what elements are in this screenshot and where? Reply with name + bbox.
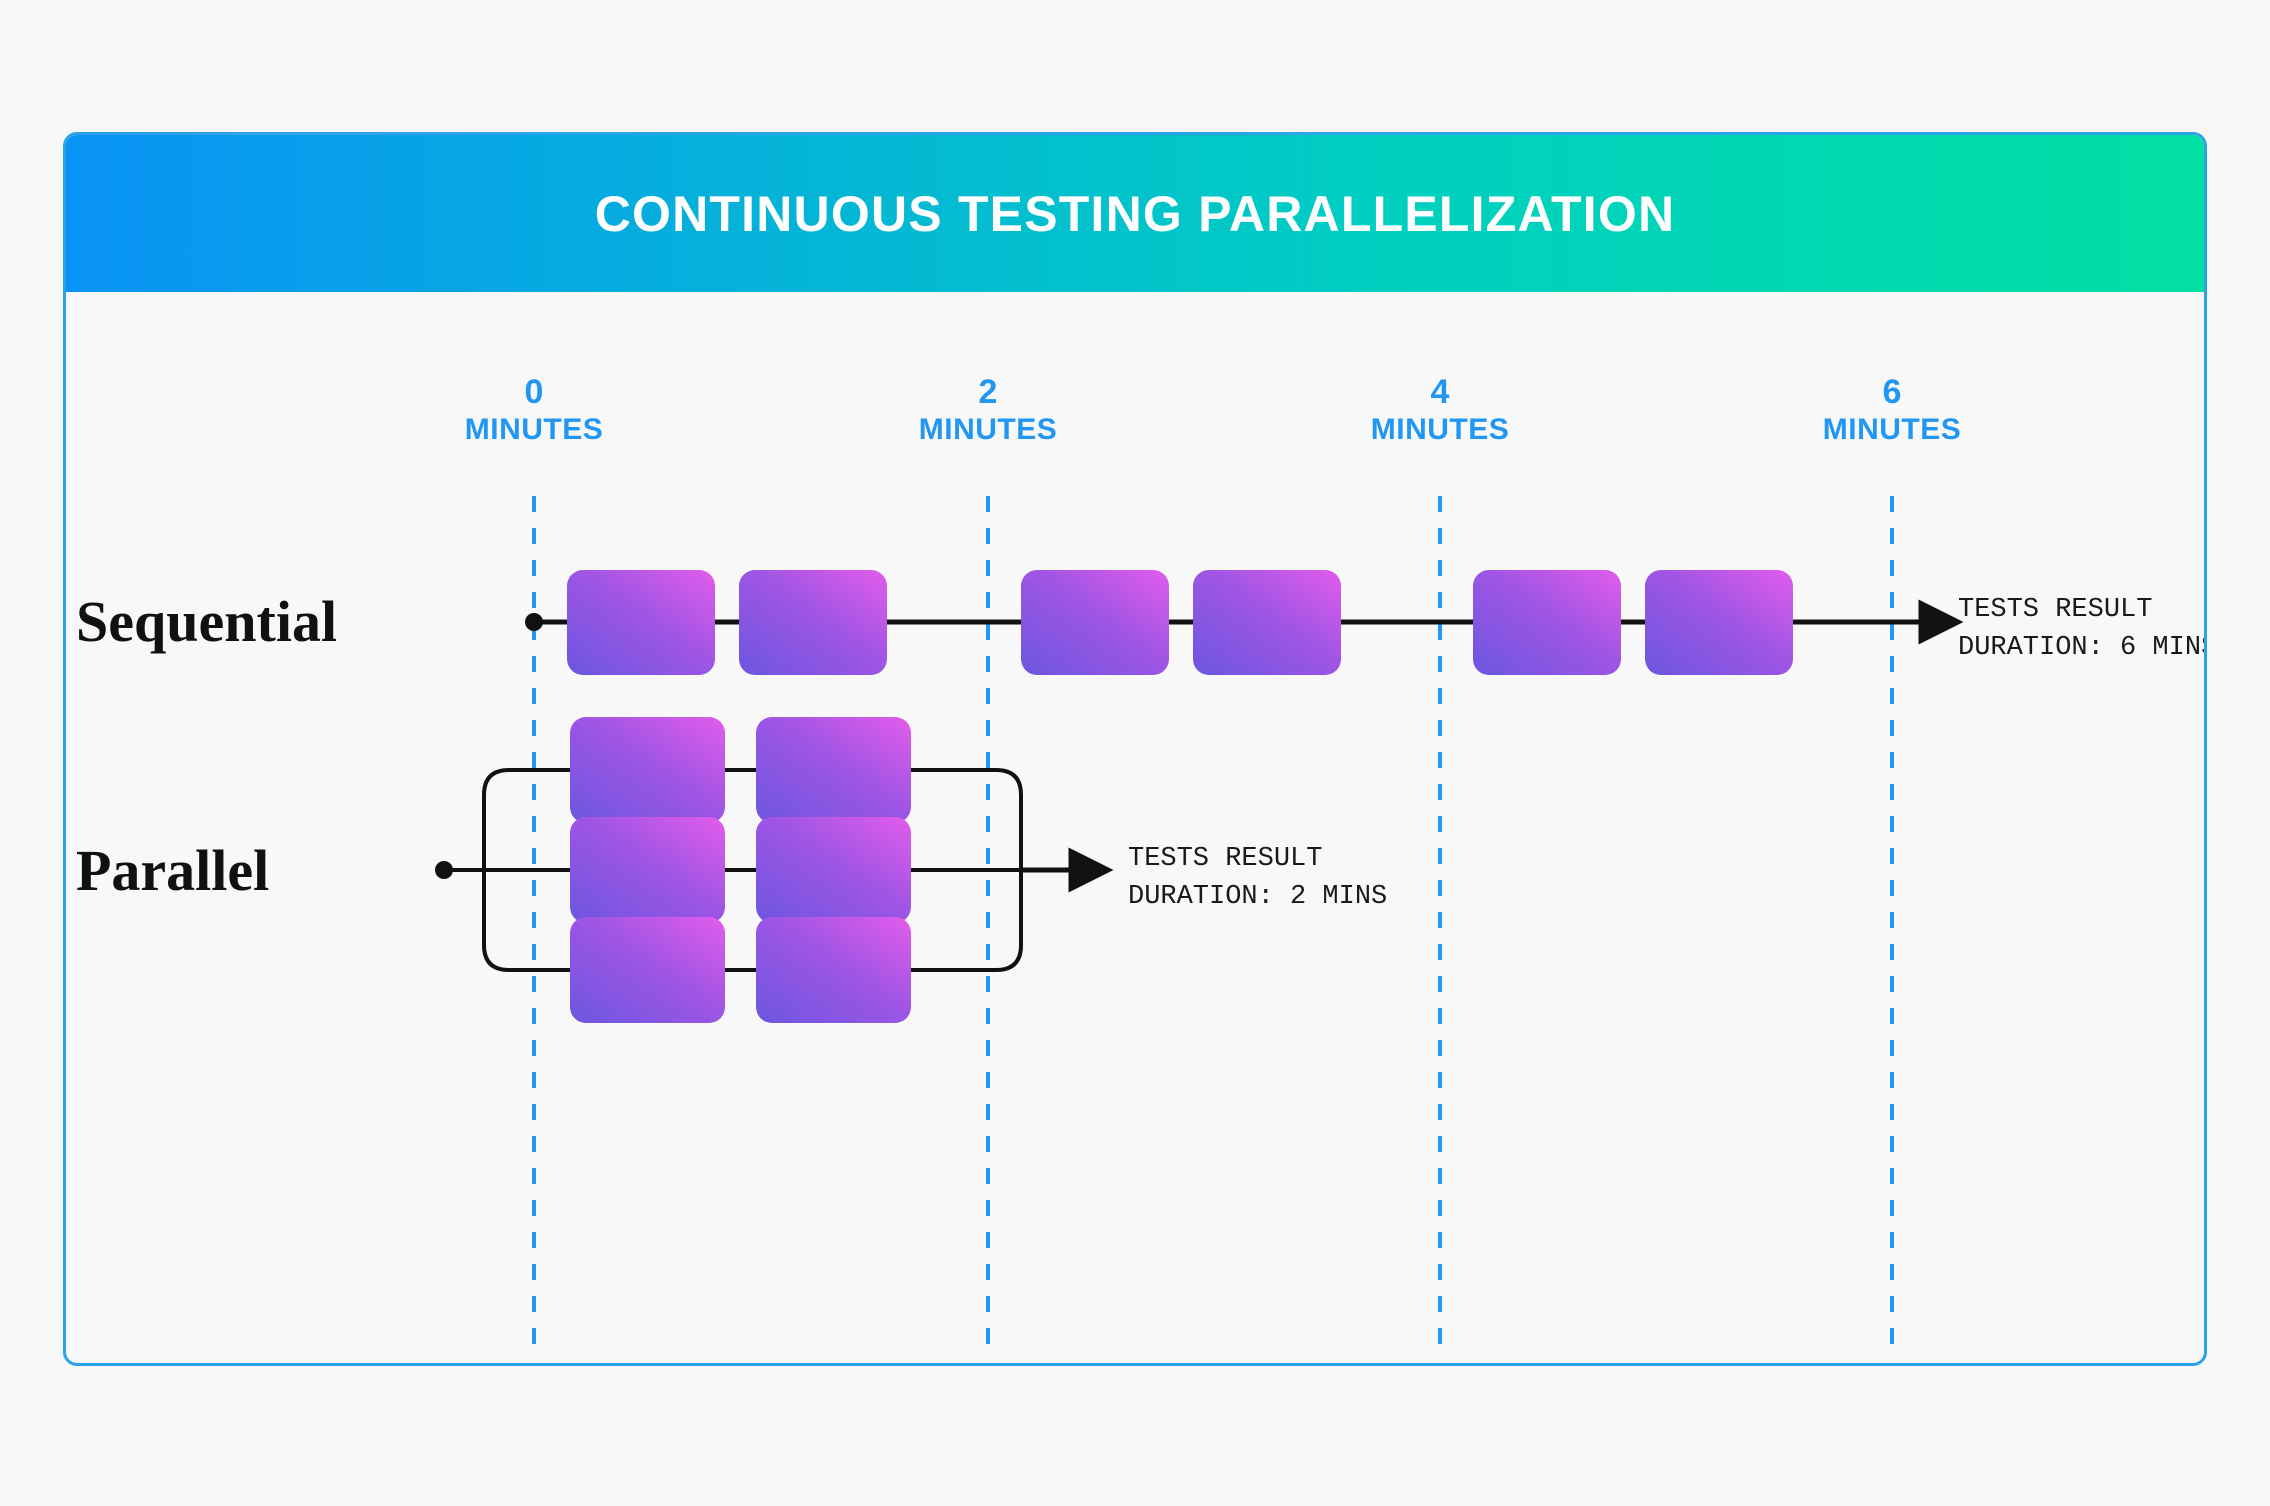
sequential-start-dot xyxy=(525,613,543,631)
parallel-result-line2: DURATION: 2 MINS xyxy=(1128,882,1388,913)
axis-tick-2-unit: MINUTES xyxy=(1370,413,1510,447)
axis-tick-0-unit: MINUTES xyxy=(464,413,604,447)
axis-tick-1-value: 2 xyxy=(978,373,998,411)
parallel-test-block[interactable] xyxy=(570,917,725,1023)
row-label-sequential: Sequential xyxy=(76,589,338,654)
axis-tick-0-value: 0 xyxy=(524,373,544,411)
sequential-result-line1: TESTS RESULT xyxy=(1958,595,2153,625)
axis-tick-0: 0 MINUTES xyxy=(414,372,654,448)
axis-tick-2-value: 4 xyxy=(1430,373,1450,411)
axis-tick-3: 6 MINUTES xyxy=(1772,372,2012,448)
axis-tick-1: 2 MINUTES xyxy=(868,372,1108,448)
parallel-test-block[interactable] xyxy=(756,917,911,1023)
card-body: 0 MINUTES 2 MINUTES 4 MINUTES 6 MINUTES xyxy=(66,292,2207,1363)
card-header: CONTINUOUS TESTING PARALLELIZATION xyxy=(66,135,2204,292)
sequential-test-block[interactable] xyxy=(1645,570,1793,675)
diagram-svg xyxy=(435,496,1964,1348)
axis-tick-3-unit: MINUTES xyxy=(1822,413,1962,447)
parallel-fork-top xyxy=(482,768,606,870)
sequential-test-block[interactable] xyxy=(1021,570,1169,675)
axis-gridlines xyxy=(532,496,1894,1348)
sequential-result-annotation: TESTS RESULT DURATION: 6 MINS xyxy=(1958,591,2207,668)
sequential-test-block[interactable] xyxy=(1473,570,1621,675)
parallel-test-block[interactable] xyxy=(570,817,725,923)
sequential-test-block[interactable] xyxy=(739,570,887,675)
axis-tick-3-value: 6 xyxy=(1882,373,1902,411)
parallel-flow xyxy=(435,717,1114,1023)
sequential-test-block[interactable] xyxy=(1193,570,1341,675)
page-title: CONTINUOUS TESTING PARALLELIZATION xyxy=(594,185,1676,242)
parallel-join-top xyxy=(926,768,1023,870)
parallel-fork-bottom xyxy=(482,870,606,972)
axis-tick-2: 4 MINUTES xyxy=(1320,372,1560,448)
sequential-result-line2: DURATION: 6 MINS xyxy=(1958,633,2207,664)
diagram-card: CONTINUOUS TESTING PARALLELIZATION 0 MIN… xyxy=(63,132,2207,1366)
row-label-parallel: Parallel xyxy=(76,838,270,903)
parallel-join-bottom xyxy=(926,870,1023,972)
sequential-test-block[interactable] xyxy=(567,570,715,675)
sequential-flow xyxy=(525,570,1964,675)
parallel-result-line1: TESTS RESULT xyxy=(1128,844,1323,874)
parallel-test-block[interactable] xyxy=(756,717,911,823)
parallel-test-block[interactable] xyxy=(570,717,725,823)
parallel-test-block[interactable] xyxy=(756,817,911,923)
axis-tick-1-unit: MINUTES xyxy=(918,413,1058,447)
parallel-result-annotation: TESTS RESULT DURATION: 2 MINS xyxy=(1128,840,1387,917)
